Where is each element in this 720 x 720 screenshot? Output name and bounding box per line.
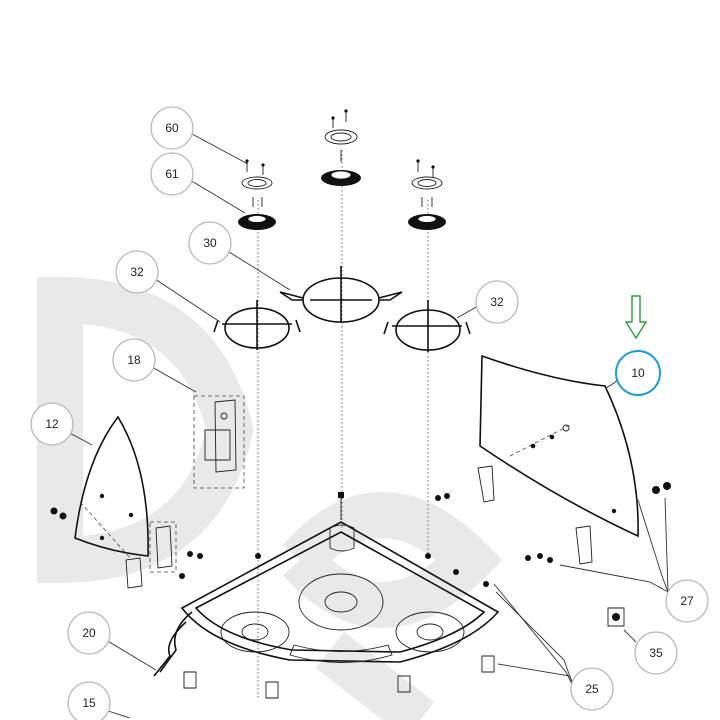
hob-base xyxy=(153,492,625,699)
svg-text:27: 27 xyxy=(680,594,694,608)
callout-12: 12 xyxy=(30,402,74,446)
callout-20: 20 xyxy=(67,611,111,655)
callout-61: 61 xyxy=(150,152,194,196)
callout-18: 18 xyxy=(112,338,156,382)
callout-27: 27 xyxy=(665,579,709,623)
svg-text:25: 25 xyxy=(585,682,599,696)
svg-text:12: 12 xyxy=(45,417,59,431)
glass-lid-right xyxy=(435,354,671,565)
assembly-axes xyxy=(257,150,429,700)
callout-15: 15 xyxy=(67,681,111,720)
svg-text:35: 35 xyxy=(649,646,663,660)
callout-32-left: 32 xyxy=(115,250,159,294)
svg-text:60: 60 xyxy=(165,121,179,135)
svg-text:18: 18 xyxy=(127,353,141,367)
svg-text:30: 30 xyxy=(203,236,217,250)
callout-25: 25 xyxy=(570,667,614,711)
callout-32-right: 32 xyxy=(475,280,519,324)
callout-10: 10 xyxy=(615,350,661,396)
leader-lines xyxy=(65,133,669,719)
svg-text:20: 20 xyxy=(82,626,96,640)
svg-text:10: 10 xyxy=(631,366,645,380)
svg-text:32: 32 xyxy=(490,295,504,309)
hinge-bracket-assembly xyxy=(149,395,245,579)
callout-60: 60 xyxy=(150,106,194,150)
down-arrow-icon xyxy=(624,295,648,340)
glass-lid-left xyxy=(50,415,149,589)
pan-supports xyxy=(213,266,471,352)
callout-35: 35 xyxy=(634,631,678,675)
svg-text:15: 15 xyxy=(82,696,96,710)
callout-30: 30 xyxy=(188,221,232,265)
svg-text:32: 32 xyxy=(130,265,144,279)
svg-text:61: 61 xyxy=(165,167,179,181)
burner-caps xyxy=(238,109,446,230)
